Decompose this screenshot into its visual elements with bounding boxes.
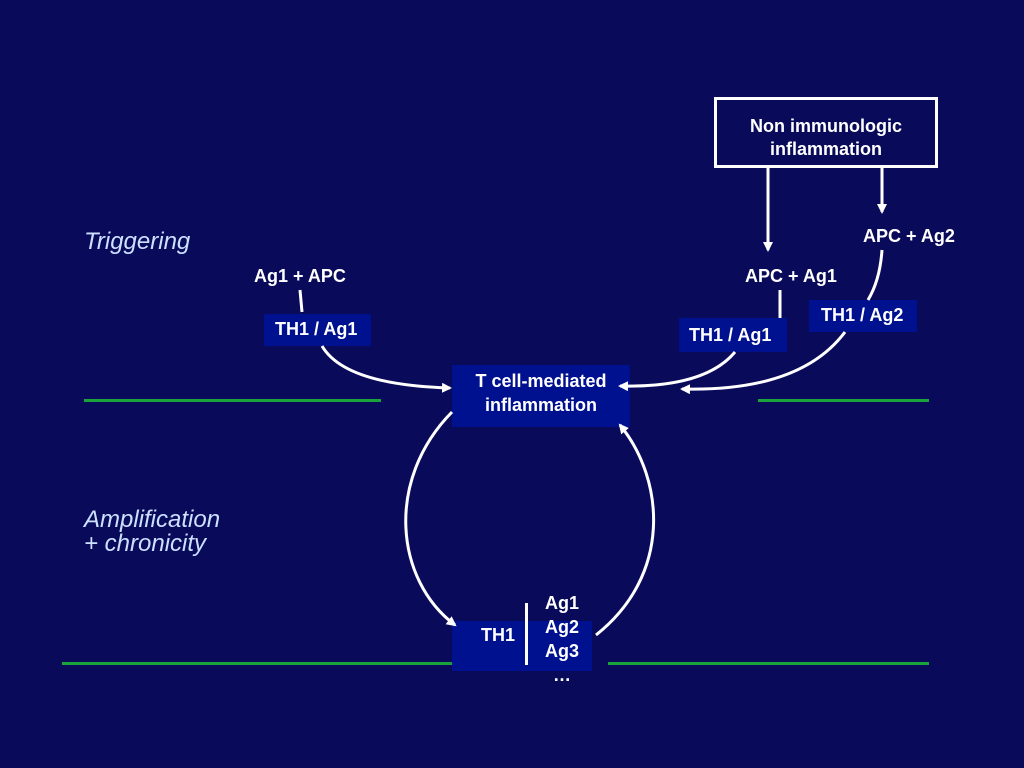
non-immunologic-line1: Non immunologic	[750, 116, 902, 136]
arrow-tcell-to-th1-loop	[404, 410, 457, 627]
arrow-th1-ag1-left-to-tcell	[320, 345, 452, 393]
divider-top-right	[758, 399, 929, 402]
th1-ag2-label: TH1 / Ag2	[821, 305, 904, 325]
triggering-label: Triggering	[84, 228, 191, 255]
th1-ag1-left-label: TH1 / Ag1	[275, 319, 358, 339]
connector-ag1-apc-to-th1	[298, 289, 304, 313]
amplification-label: Amplification	[84, 506, 221, 533]
th1-ag1-left-box: TH1 / Ag1	[264, 314, 371, 346]
antigen-ag1: Ag1	[545, 593, 580, 613]
separator-bar	[525, 603, 528, 665]
t-cell-line2: inflammation	[484, 395, 597, 415]
apc-ag1-label: APC + Ag1	[745, 266, 837, 286]
antigen-ag3: Ag3	[545, 641, 580, 661]
ag1-apc-label: Ag1 + APC	[254, 266, 346, 286]
apc-ag2-label: APC + Ag2	[863, 226, 955, 246]
th1-ag1-right-box: TH1 / Ag1	[679, 318, 787, 352]
th1-bottom-box	[452, 621, 592, 671]
arrow-th1-ag1-right-to-tcell	[618, 351, 737, 392]
antigen-ellipsis: …	[553, 665, 571, 685]
arrow-th1-ag2-to-tcell	[680, 331, 847, 395]
th1-bottom-label: TH1	[481, 625, 516, 645]
t-cell-inflammation-box: T cell-mediated inflammation	[452, 365, 630, 427]
divider-bottom-left	[62, 662, 452, 665]
divider-top-left	[84, 399, 381, 402]
connector-apc-ag2-to-th1	[866, 249, 884, 301]
arrow-antigens-to-tcell-loop	[595, 423, 656, 637]
chronicity-label: + chronicity	[84, 530, 207, 557]
th1-ag1-right-label: TH1 / Ag1	[689, 325, 772, 345]
divider-bottom-right	[608, 662, 929, 665]
th1-ag2-box: TH1 / Ag2	[809, 300, 917, 332]
t-cell-line1: T cell-mediated	[475, 371, 607, 391]
non-immunologic-line2: inflammation	[769, 139, 882, 159]
non-immunologic-box: Non immunologic inflammation	[714, 97, 938, 168]
antigen-ag2: Ag2	[545, 617, 580, 637]
